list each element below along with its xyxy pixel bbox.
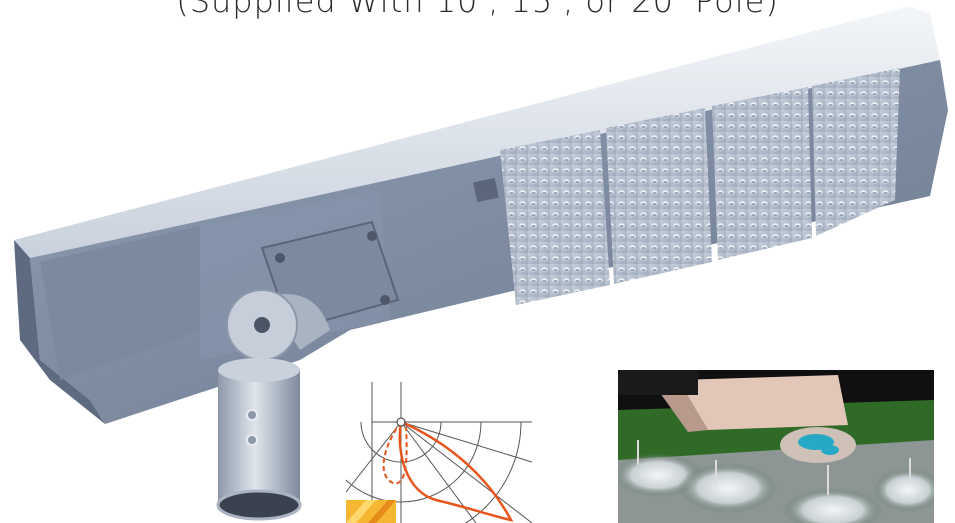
polar-curve <box>398 420 514 522</box>
night-lighting-scene <box>618 370 934 523</box>
pole <box>218 370 300 510</box>
photometric-polar-diagram <box>346 382 532 523</box>
frame-top-edge <box>14 6 940 258</box>
led-panels <box>500 68 900 305</box>
end-cap <box>14 240 105 424</box>
polar-corner-badge <box>346 500 396 523</box>
caption: (Supplied With 10', 15', or 20' Pole) <box>176 0 779 20</box>
pole-opening <box>216 489 302 521</box>
